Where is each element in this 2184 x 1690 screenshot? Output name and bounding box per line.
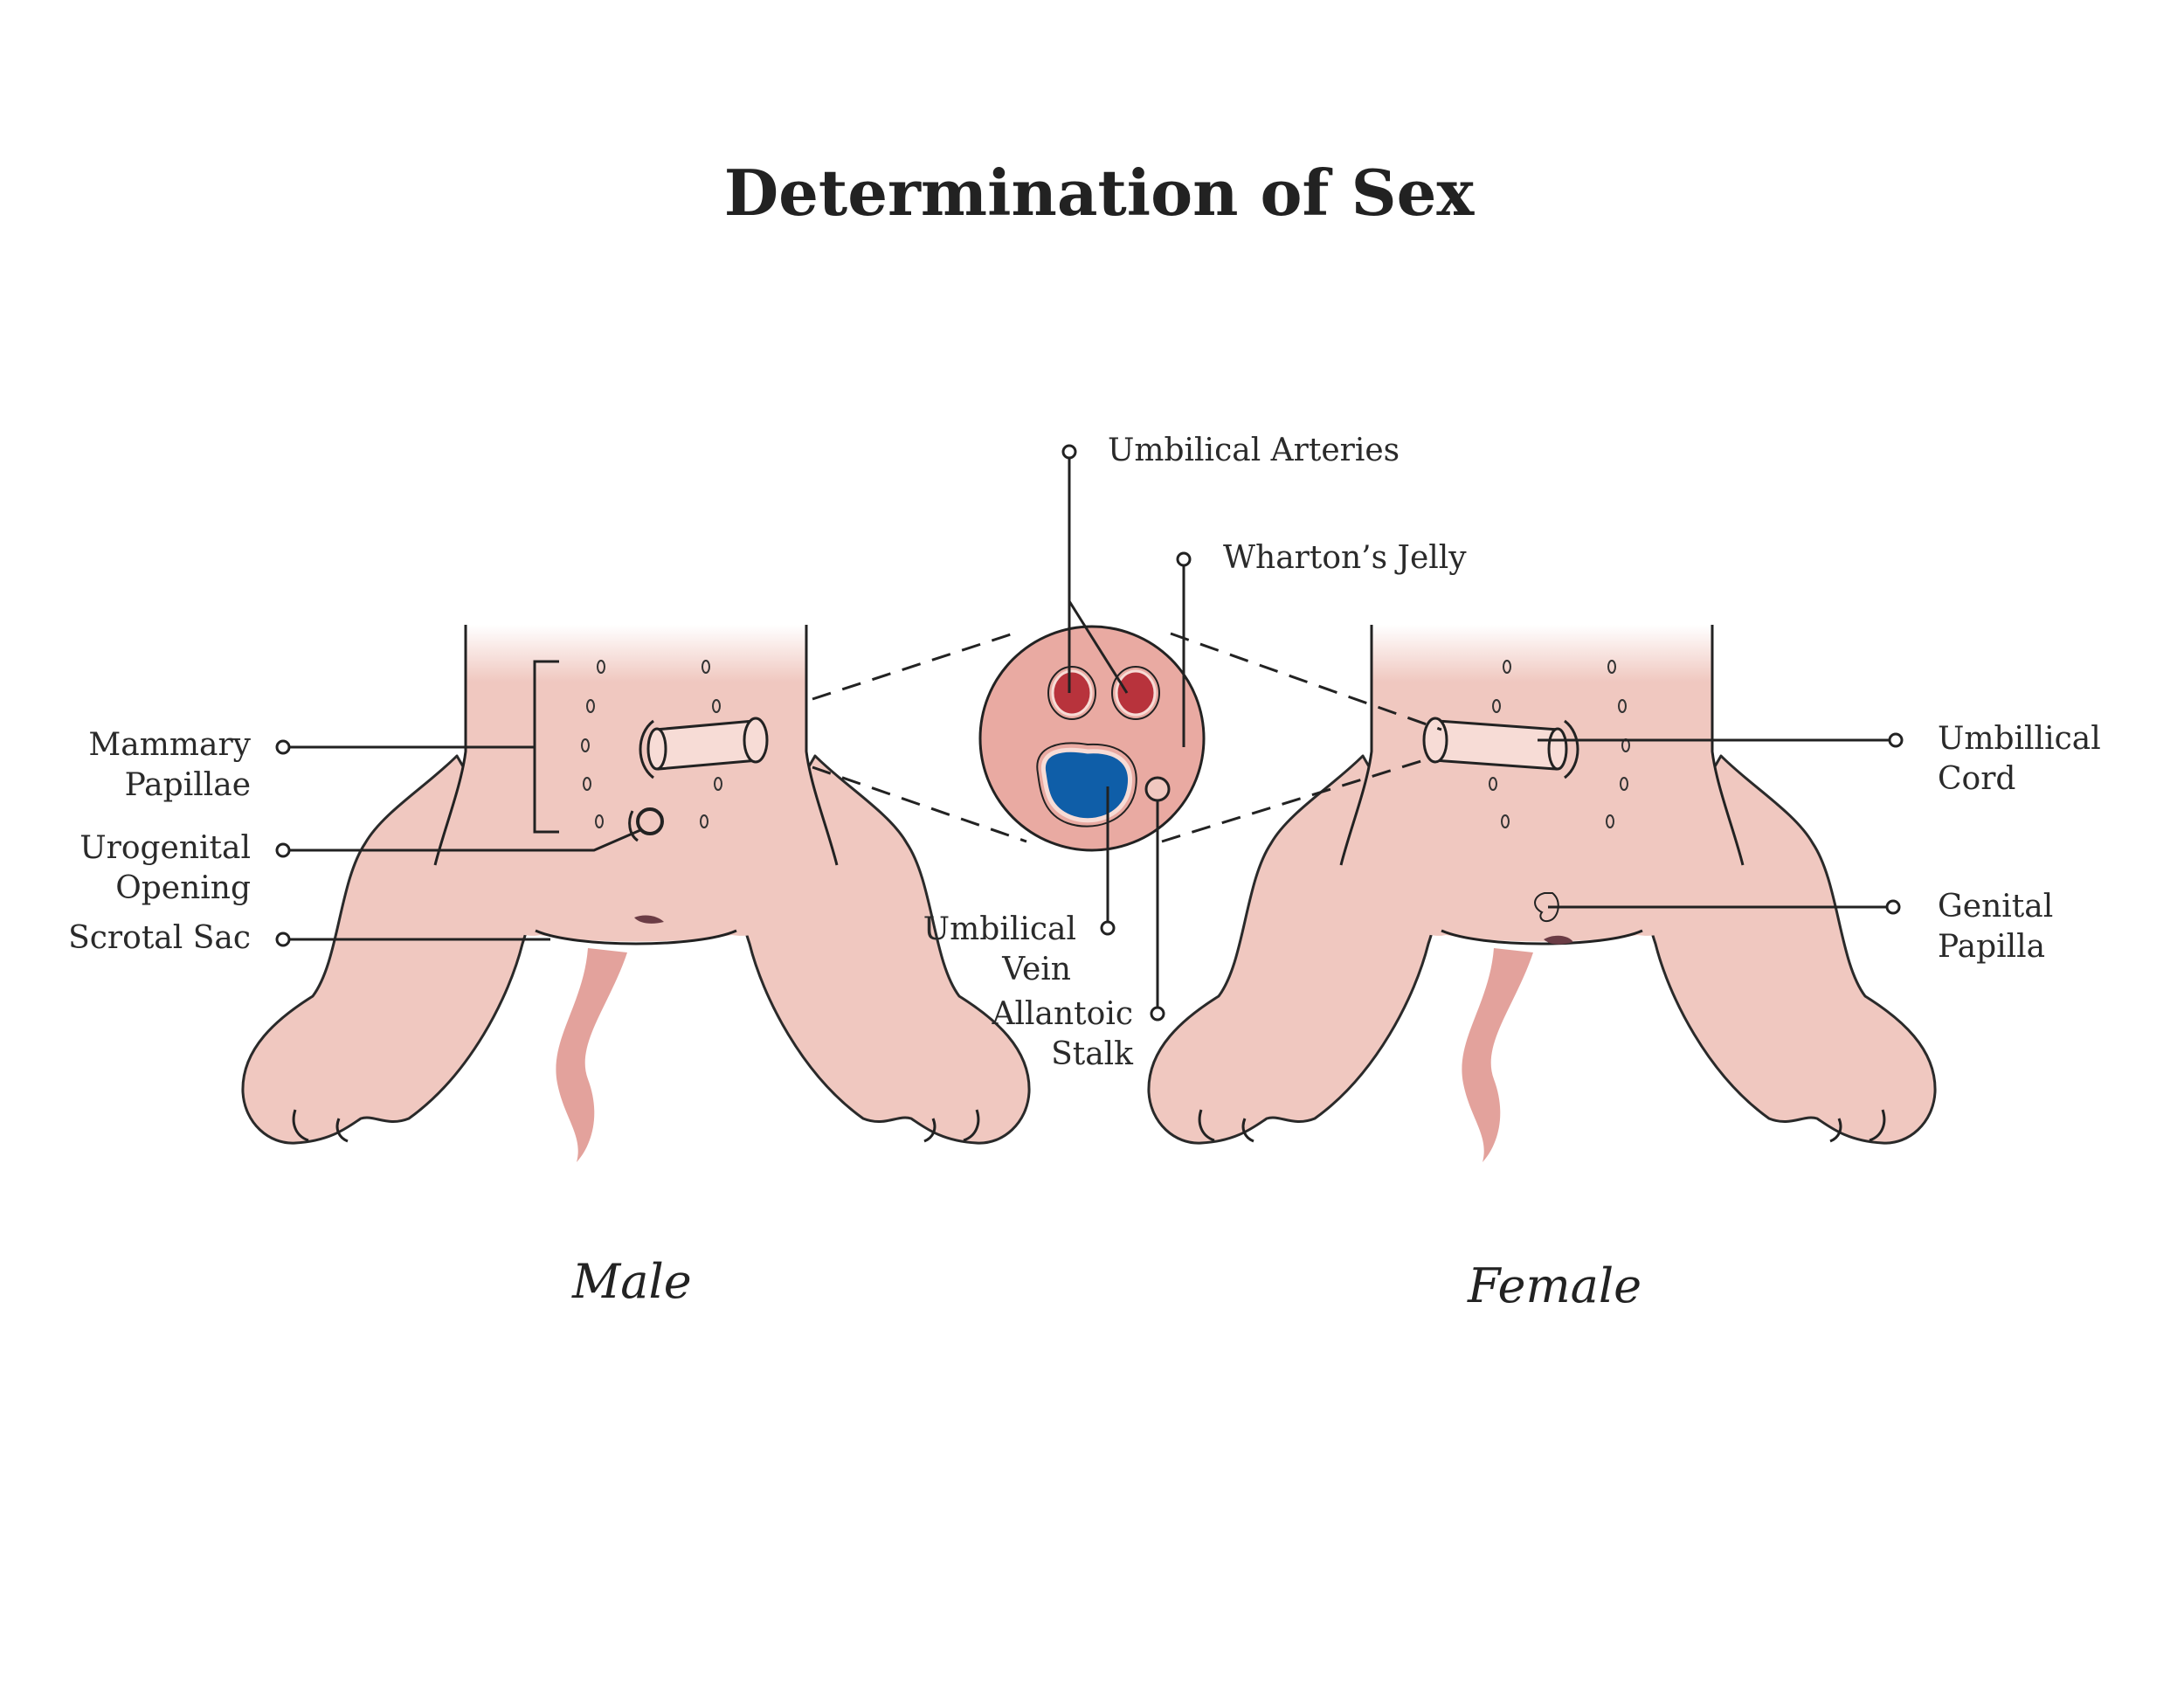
label-genital-papilla: Genital Papilla: [1938, 889, 2054, 965]
diagram-title: Determination of Sex: [723, 156, 1475, 230]
leader-lines: [275, 444, 1904, 1022]
male-piglet: [241, 623, 1031, 1164]
female-piglet: [1147, 623, 1937, 1164]
label-urogenital-opening: Urogenital Opening: [79, 830, 251, 906]
anus: [1544, 935, 1573, 945]
label-scrotal-sac: Scrotal Sac: [68, 920, 251, 956]
urogenital-opening: [636, 807, 664, 835]
caption-male: Male: [572, 1254, 692, 1309]
label-mammary-papillae: Mammary Papillae: [88, 727, 251, 803]
umbilical-vein: [1040, 747, 1132, 823]
label-whartons-jelly: Wharton’s Jelly: [1223, 540, 1467, 576]
zoom-lines: [812, 632, 1442, 843]
label-umbilical-vein: Umbilical Vein: [923, 911, 1076, 987]
genital-papilla: [1534, 892, 1559, 923]
umbilical-artery-right: [1115, 669, 1157, 717]
allantoic-stalk: [1144, 776, 1171, 802]
umbilical-cord-male: [653, 719, 760, 771]
umbilical-cord-female: [1432, 719, 1561, 771]
label-allantoic-stalk: Allantoic Stalk: [992, 996, 1134, 1072]
anus: [634, 915, 664, 924]
caption-female: Female: [1468, 1258, 1642, 1313]
label-umbilical-arteries: Umbilical Arteries: [1108, 433, 1400, 468]
label-umbillical-cord: Umbillical Cord: [1938, 721, 2101, 797]
cord-cross-section: [978, 625, 1206, 852]
umbilical-artery-left: [1051, 669, 1093, 717]
